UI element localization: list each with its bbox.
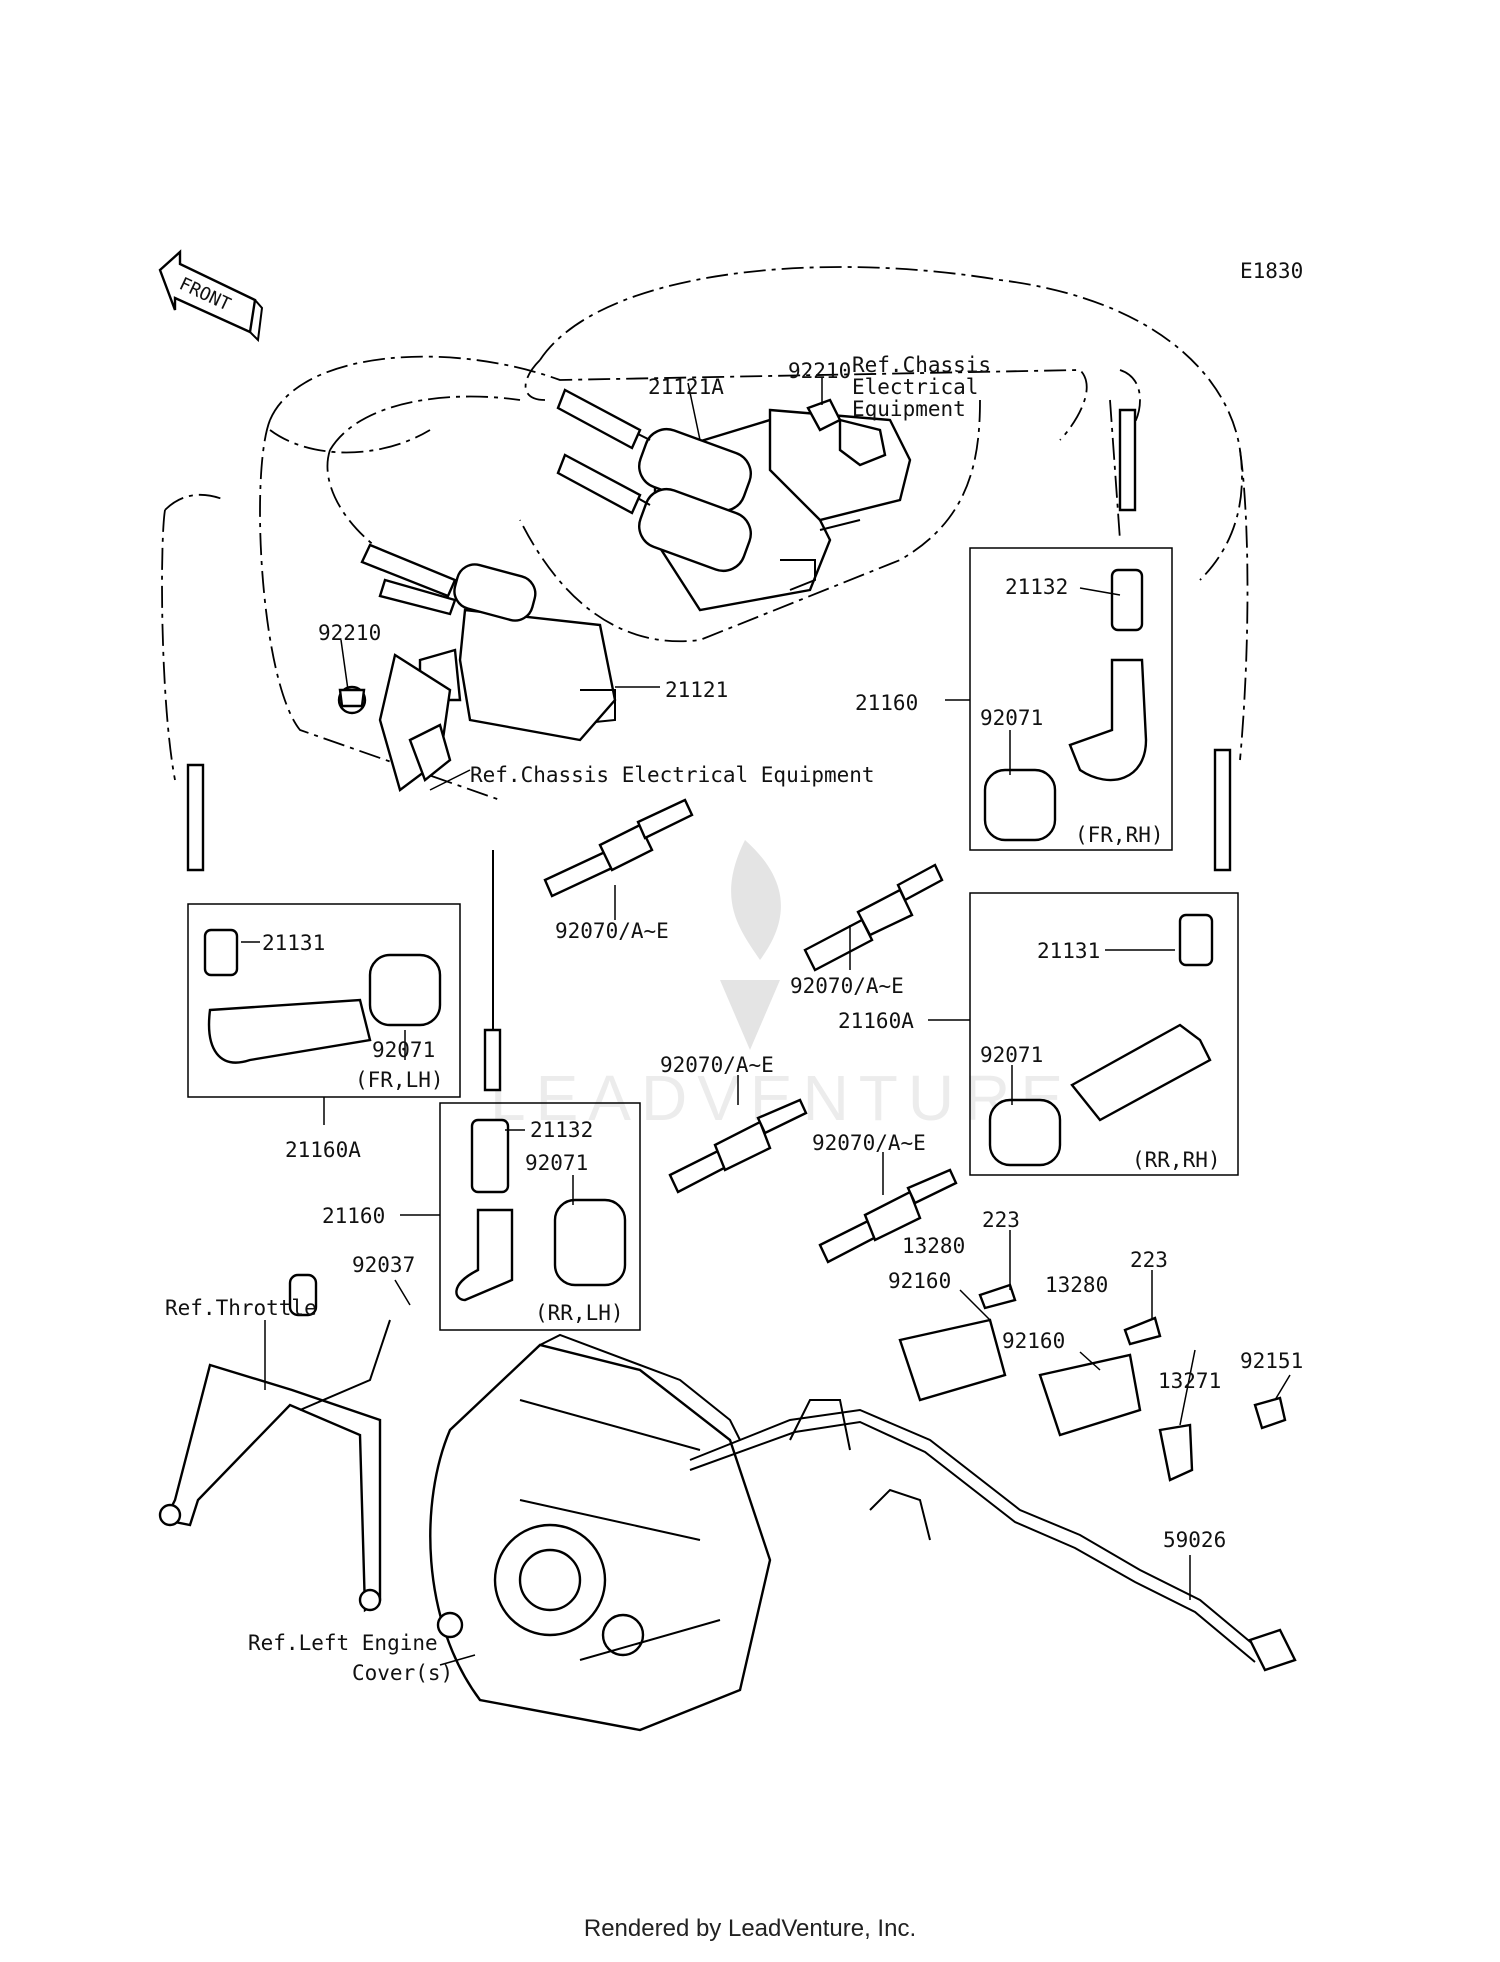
callout-21160A-left: 21160A [285,1138,361,1162]
callout-leader-lines [241,378,1291,1666]
callout-92070-left: 92070/A~E [555,919,669,943]
ignition-wires [186,408,1232,1092]
callout-92071-fr-rh: 92071 [980,706,1043,730]
callout-92151: 92151 [1240,1349,1303,1373]
callout-13280-a: 13280 [902,1234,965,1258]
callout-labels: E1830 92210 Ref.Chassis Electrical Equip… [165,259,1303,1685]
assembly-boundary-lines [161,266,1249,801]
spark-plug-upper-middle [803,863,944,972]
callout-21160-bottom: 21160 [322,1204,385,1228]
callout-223-a: 223 [982,1208,1020,1232]
front-arrow-icon: FRONT [158,249,264,343]
callout-ref-left-engine-1: Ref.Left Engine [248,1631,438,1655]
callout-fr-rh: (FR,RH) [1075,823,1164,847]
callout-ref-chassis-top-2: Electrical [852,375,978,399]
callout-fr-lh: (FR,LH) [355,1068,444,1092]
callout-21121: 21121 [665,678,728,702]
spark-plug-right [818,1168,958,1264]
bolt-92210-left [337,685,367,715]
callout-21131-left: 21131 [262,931,325,955]
spark-plug-center [668,1098,808,1194]
callout-21132-bottom: 21132 [530,1118,593,1142]
diagram-code: E1830 [1240,259,1303,283]
plug-cap-box-fr-lh [187,903,461,1098]
spark-plug-upper-left [543,798,694,898]
callout-21132-top: 21132 [1005,575,1068,599]
pickup-coil-brackets [898,1283,1287,1482]
callout-92071-rr-lh: 92071 [525,1151,588,1175]
callout-92210-left: 92210 [318,621,381,645]
callout-92071-fr-lh: 92071 [372,1038,435,1062]
callout-ref-throttle: Ref.Throttle [165,1296,317,1320]
callout-ref-left-engine-2: Cover(s) [352,1661,453,1685]
rendered-by-footer: Rendered by LeadVenture, Inc. [583,1915,917,1942]
plug-cap-box-rr-lh [439,1102,641,1331]
ignition-coil-21121 [360,543,617,793]
plug-cap-box-rr-rh [969,892,1239,1176]
callout-92071-rr-rh: 92071 [980,1043,1043,1067]
callout-92070-right: 92070/A~E [812,1131,926,1155]
callout-223-b: 223 [1130,1248,1168,1272]
plug-cap-box-fr-rh [969,547,1173,851]
callout-21121A: 21121A [648,375,724,399]
callout-ref-chassis-top-3: Equipment [852,397,966,421]
callout-92160-a: 92160 [888,1269,951,1293]
callout-59026: 59026 [1163,1528,1226,1552]
leadventure-watermark: LEADVENTURE [490,840,1063,1134]
wiring-harness-59026 [689,1399,1297,1672]
callout-rr-lh: (RR,LH) [535,1301,624,1325]
callout-21160A-right: 21160A [838,1009,914,1033]
left-engine-cover [429,1333,772,1732]
callout-92210-top: 92210 [788,359,851,383]
callout-ref-chassis-left: Ref.Chassis Electrical Equipment [470,763,875,787]
callout-92070-mid: 92070/A~E [790,974,904,998]
callout-21160-top: 21160 [855,691,918,715]
callout-92070-center: 92070/A~E [660,1053,774,1077]
callout-13280-b: 13280 [1045,1273,1108,1297]
callout-ref-chassis-top-1: Ref.Chassis [852,353,991,377]
ignition-coil-21121A [556,388,912,612]
throttle-cable-bracket [158,1273,391,1613]
callout-rr-rh: (RR,RH) [1132,1148,1221,1172]
flame-logo-icon [720,840,781,1050]
callout-92037: 92037 [352,1253,415,1277]
callout-13271: 13271 [1158,1369,1221,1393]
callout-92160-b: 92160 [1002,1329,1065,1353]
callout-21131-right: 21131 [1037,939,1100,963]
